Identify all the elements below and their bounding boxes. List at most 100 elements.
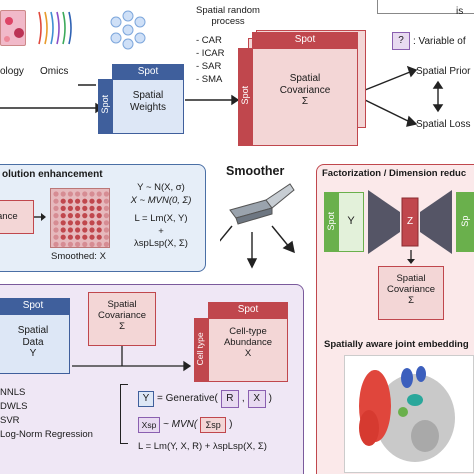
list-item: SVR — [0, 415, 20, 426]
grid-dot — [53, 220, 59, 226]
grid-dot — [67, 198, 73, 204]
cells-icon — [105, 10, 151, 50]
eq-y-box: Y — [138, 391, 154, 407]
embedding-plot — [344, 355, 474, 473]
abund-body: Cell-type Abundance X — [208, 318, 288, 382]
bottom-connectors — [72, 346, 192, 372]
grid-dot — [75, 198, 81, 204]
list-item: - SAR — [196, 61, 222, 72]
grid-dot — [82, 227, 88, 233]
grid-dot — [82, 205, 88, 211]
grid-dot — [53, 227, 59, 233]
variable-badge: ? — [392, 32, 410, 50]
grid-dot — [60, 241, 66, 247]
grid-dot — [53, 191, 59, 197]
grid-dot — [103, 205, 109, 211]
grid-dot — [75, 227, 81, 233]
grid-dot — [60, 191, 66, 197]
smoother-icon — [220, 183, 295, 269]
grid-dot — [67, 227, 73, 233]
grid-dot — [103, 191, 109, 197]
eq-generative: Y = Generative( R , X ) — [138, 390, 272, 408]
eq-r-box: R — [220, 390, 239, 408]
grid-dot — [103, 220, 109, 226]
grid-dot — [82, 220, 88, 226]
grid-dot — [89, 220, 95, 226]
grid-dot — [60, 227, 66, 233]
top-connectors — [0, 65, 444, 127]
abundance-block: Spot Cell type Cell-type Abundance X — [194, 302, 288, 382]
factorization-title: Factorization / Dimension reduc — [322, 168, 467, 179]
grid-dot — [75, 205, 81, 211]
grid-dot — [67, 205, 73, 211]
list-item: - CAR — [196, 35, 222, 46]
fact-arrow-down — [407, 250, 415, 264]
grid-dot — [53, 198, 59, 204]
histology-image — [0, 10, 26, 46]
cov-spot-side: Spot — [238, 48, 252, 146]
spatial-prior-label: Spatial Prior — [416, 66, 471, 77]
bottom-cov-box: Spatial Covariance Σ — [88, 292, 156, 346]
grid-dot — [67, 213, 73, 219]
grid-dot — [96, 213, 102, 219]
abund-spot-header: Spot — [208, 302, 288, 318]
grid-dot — [96, 191, 102, 197]
grid-dot — [53, 213, 59, 219]
grid-dot — [82, 198, 88, 204]
omics-label: Omics — [40, 66, 69, 77]
spatial-weights-body: Spatial Weights — [112, 79, 184, 134]
resolution-equations: Y ~ N(X, σ) X ~ MVN(0, Σ) L = Lm(X, Y) +… — [130, 182, 192, 249]
resolution-title: olution enhancement — [2, 169, 103, 180]
list-item: - SMA — [196, 74, 223, 85]
legend-text: : Variable of — [413, 36, 466, 47]
grid-dot — [53, 205, 59, 211]
grid-dot — [60, 220, 66, 226]
grid-dot — [96, 227, 102, 233]
grid-dot — [67, 220, 73, 226]
resolution-arrow — [34, 213, 46, 221]
spatial-covariance-block: Spot Spot Spatial Covariance Σ — [238, 30, 366, 148]
grid-dot — [82, 234, 88, 240]
grid-dot — [96, 198, 102, 204]
latent-z-label: Z — [406, 216, 414, 227]
grid-dot — [103, 213, 109, 219]
corner-text: is — [456, 6, 464, 17]
grid-dot — [67, 191, 73, 197]
grid-dot — [103, 198, 109, 204]
abund-side: Cell type — [194, 318, 208, 382]
spatial-data-block: Spot Spatial Data Y — [0, 298, 70, 374]
list-item: - ICAR — [196, 48, 225, 59]
grid-dot — [96, 234, 102, 240]
grid-dot — [75, 220, 81, 226]
fact-spot-side: Spot — [324, 192, 338, 252]
spatial-weights-block: Spot Spot Spatial Weights — [98, 64, 184, 134]
grid-dot — [75, 191, 81, 197]
spatial-weights-spot-side: Spot — [98, 79, 112, 134]
eq-x-box: X — [247, 390, 266, 408]
grid-dot — [89, 213, 95, 219]
grid-dot — [96, 220, 102, 226]
grid-dot — [89, 198, 95, 204]
grid-dot — [75, 234, 81, 240]
eq-sigma-box: Σsp — [200, 417, 227, 433]
grid-dot — [89, 191, 95, 197]
grid-dot — [96, 241, 102, 247]
random-process-text: Spatial random process — [196, 5, 260, 27]
grid-dot — [60, 234, 66, 240]
smoother-title: Smoother — [226, 164, 285, 178]
grid-dot — [103, 227, 109, 233]
grid-dot — [96, 205, 102, 211]
grid-dot — [89, 234, 95, 240]
grid-dot — [75, 213, 81, 219]
grid-dot — [67, 241, 73, 247]
fact-y-body: Y — [338, 192, 364, 252]
list-item: NNLS — [0, 387, 26, 398]
grid-dot — [103, 234, 109, 240]
list-item: Log-Norm Regression — [0, 429, 93, 440]
grid-dot — [82, 191, 88, 197]
eq-loss: L = Lm(Y, X, R) + λspLsp(X, Σ) — [138, 441, 267, 452]
grid-dot — [67, 234, 73, 240]
legend-box — [377, 0, 474, 14]
omics-icon — [35, 8, 75, 48]
fact-cov-box: Spatial Covariance Σ — [378, 266, 444, 320]
